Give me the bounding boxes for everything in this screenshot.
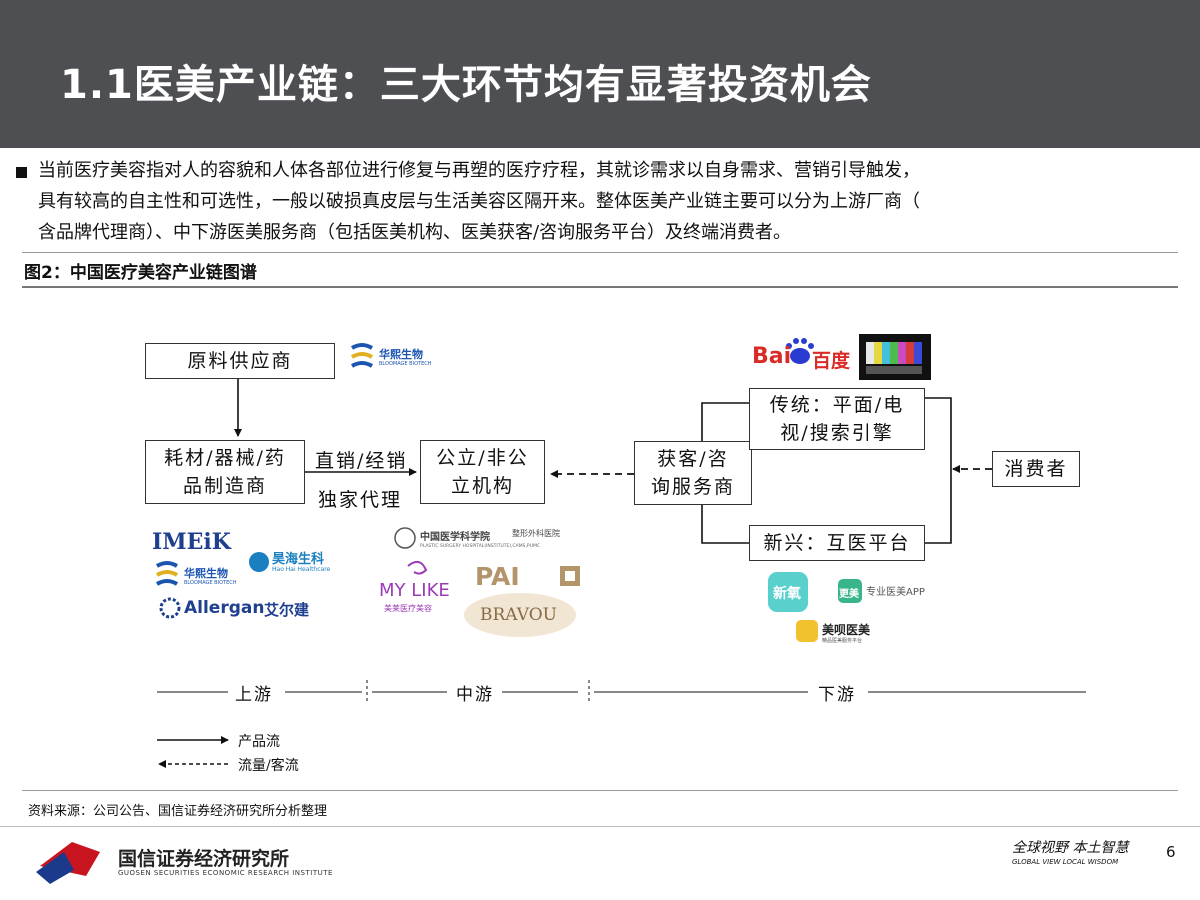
- header-bar: [0, 0, 1200, 148]
- baidu-logo-en: Bai: [752, 344, 792, 369]
- intro-line-3: 含品牌代理商）、中下游医美服务商（包括医美机构、医美获客/咨询服务平台）及终端消…: [38, 222, 792, 243]
- cams-emblem-icon: [394, 527, 416, 549]
- haohai-logo-cn: 昊海生科: [272, 552, 325, 567]
- figure-top-rule: [22, 252, 1178, 253]
- node-acquisition-line-2: 询服务商: [650, 476, 735, 498]
- xinyang-app-icon: [768, 572, 808, 612]
- node-traditional-channel: 传统：平面/电 视/搜索引擎: [749, 388, 925, 450]
- allergan-logo-en: Allergan: [184, 598, 265, 618]
- footer-slogan-en: GLOBAL VIEW LOCAL WISDOM: [1012, 858, 1119, 866]
- mylike-logo-cn: 美莱医疗美容: [384, 604, 432, 613]
- guosen-logo-icon: [36, 842, 100, 884]
- edge-label-agent: 独家代理: [318, 489, 403, 511]
- mylike-figure-icon: [407, 560, 428, 575]
- bravou-logo: BRAVOU: [480, 605, 557, 625]
- gengmei-app-icon: [838, 579, 862, 603]
- meibei-sub: 精品医美服务平台: [822, 638, 863, 644]
- stage-midstream: 中游: [456, 685, 494, 705]
- bloomage-logo-cn-2: 华熙生物: [184, 567, 228, 580]
- page-title: 1.1医美产业链：三大环节均有显著投资机会: [60, 62, 872, 108]
- meibei-app-icon: [796, 620, 818, 642]
- figure-title-rule: [22, 286, 1178, 288]
- node-acquisition: 获客/咨 询服务商: [634, 441, 752, 505]
- bracket-channels-consumer: [925, 397, 952, 544]
- legend-product-flow: 产品流: [238, 734, 280, 750]
- edge-label-direct: 直销/经销: [315, 450, 408, 472]
- gengmei-logo: 更美: [839, 589, 859, 600]
- bloomage-logo-cn-1: 华熙生物: [379, 348, 423, 361]
- source-note: 资料来源：公司公告、国信证券经济研究所分析整理: [28, 804, 328, 819]
- bullet-square-icon: [16, 167, 27, 178]
- gengmei-desc: 专业医美APP: [866, 587, 925, 598]
- footer-slogan: 全球视野 本土智慧: [1012, 840, 1129, 856]
- bloomage-mark-icon-2: [155, 561, 179, 586]
- node-manufacturer-line-1: 耗材/器械/药: [164, 447, 286, 469]
- node-institution: 公立/非公 立机构: [420, 440, 545, 504]
- figure-title: 图2：中国医疗美容产业链图谱: [24, 263, 257, 283]
- stage-upstream: 上游: [235, 685, 273, 705]
- pai-checker-icon: [560, 566, 580, 586]
- node-traditional-line-2: 视/搜索引擎: [780, 422, 894, 444]
- bloomage-mark-icon-1: [350, 343, 374, 368]
- footer-rule: [0, 826, 1200, 827]
- node-acquisition-line-1: 获客/咨: [657, 448, 729, 470]
- bloomage-logo-en-2: BLOOMAGE BIOTECH: [184, 580, 237, 586]
- haohai-logo-en: Hao Hai Healthcare: [272, 566, 331, 573]
- source-rule: [22, 790, 1178, 791]
- mylike-logo-en: MY LIKE: [379, 580, 450, 601]
- footer-org-name: 国信证券经济研究所: [118, 848, 290, 870]
- page-number: 6: [1166, 843, 1176, 861]
- node-manufacturer-line-2: 品制造商: [182, 475, 267, 497]
- stage-downstream: 下游: [818, 685, 856, 705]
- imeik-logo: IMEiK: [152, 529, 231, 555]
- baidu-logo-cn: 百度: [812, 350, 851, 372]
- bloomage-logo-en-1: BLOOMAGE BIOTECH: [379, 361, 432, 367]
- node-institution-line-2: 立机构: [450, 475, 514, 497]
- baidu-paw-icon: [786, 338, 814, 364]
- meibei-logo: 美呗医美: [822, 623, 871, 637]
- intro-line-1: 当前医疗美容指对人的容貌和人体各部位进行修复与再塑的医疗疗程，其就诊需求以自身需…: [38, 160, 920, 181]
- node-emerging-channel: 新兴：互医平台: [749, 525, 925, 561]
- cams-logo-en: PLASTIC SURGERY HOSPITAL(INSTITUTE),CAMS…: [420, 544, 540, 549]
- legend-traffic-flow: 流量/客流: [238, 758, 299, 774]
- footer-org-name-en: GUOSEN SECURITIES ECONOMIC RESEARCH INST…: [118, 869, 333, 877]
- node-institution-line-1: 公立/非公: [436, 447, 529, 469]
- bravou-badge-icon: [464, 593, 576, 637]
- allergan-logo-cn: 艾尔建: [264, 601, 310, 619]
- node-traditional-line-1: 传统：平面/电: [769, 394, 905, 416]
- tv-test-card-icon: [859, 334, 931, 380]
- cams-logo-cn: 中国医学科学院: [420, 532, 490, 543]
- haohai-mark-icon: [249, 552, 269, 572]
- xinyang-logo: 新氧: [773, 586, 801, 602]
- node-consumer: 消费者: [992, 451, 1080, 487]
- cams-logo-sub: 整形外科医院: [512, 529, 560, 538]
- allergan-mark-icon: [159, 597, 181, 619]
- pai-logo: PAI: [475, 562, 520, 591]
- node-manufacturer: 耗材/器械/药 品制造商: [145, 440, 305, 504]
- node-raw-supplier: 原料供应商: [145, 343, 335, 379]
- intro-line-2: 具有较高的自主性和可选性，一般以破损真皮层与生活美容区隔开来。整体医美产业链主要…: [38, 191, 920, 212]
